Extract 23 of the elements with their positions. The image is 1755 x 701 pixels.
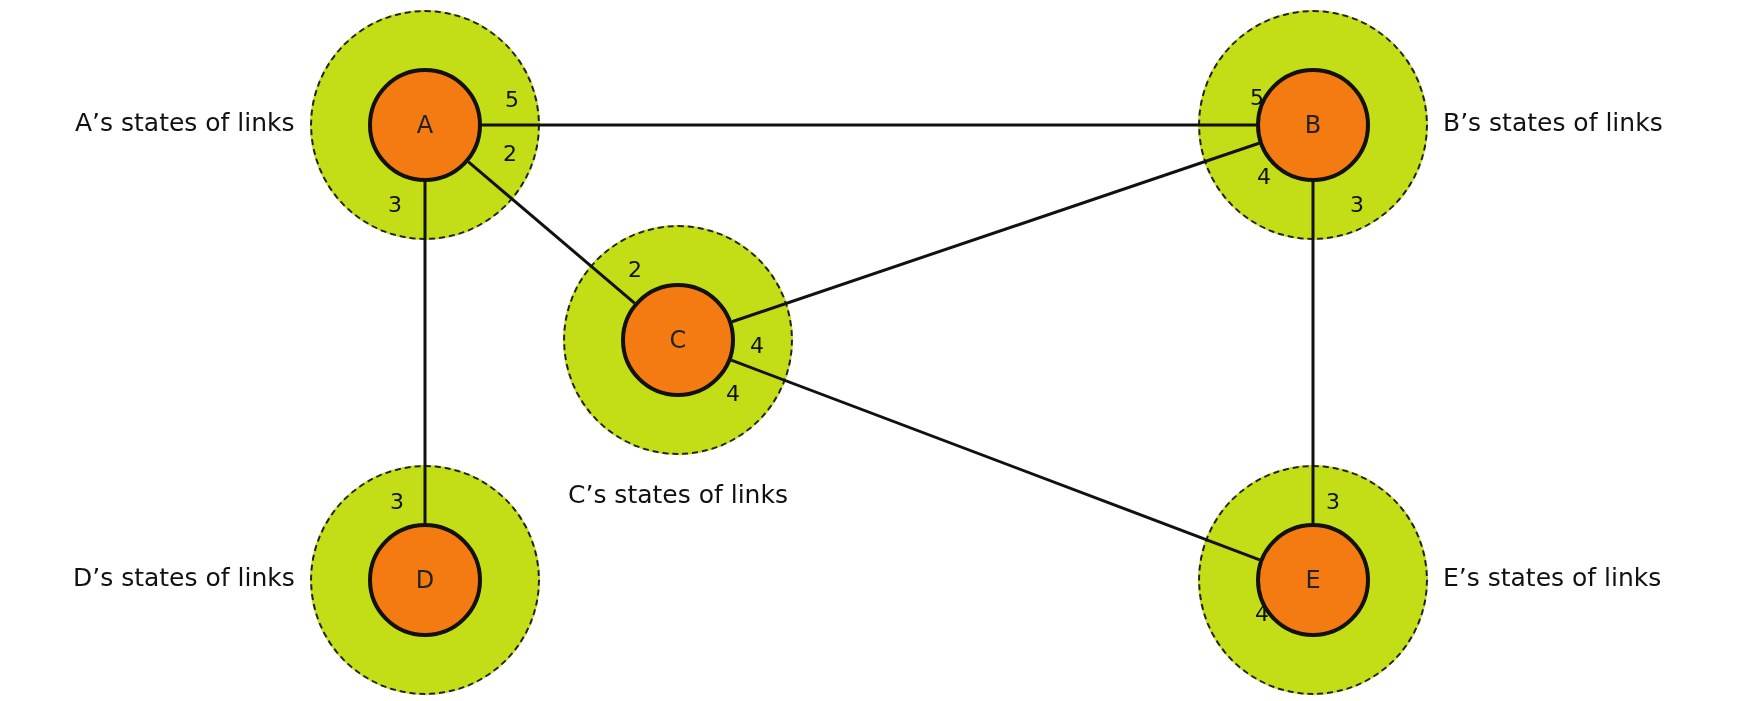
link-cost-number: 3	[1350, 193, 1364, 217]
link-cost-number: 5	[1250, 86, 1264, 110]
link-cost-number: 4	[1257, 165, 1271, 189]
link-line	[731, 141, 1260, 324]
link-cost-number: 2	[628, 258, 642, 282]
link-line	[467, 160, 636, 305]
link-line	[730, 358, 1261, 562]
node-caption: A’s states of links	[75, 108, 295, 138]
link-cost-number: 3	[388, 193, 402, 217]
node-circle: A	[368, 68, 482, 182]
link-line	[482, 123, 1256, 127]
link-cost-number: 4	[750, 334, 764, 358]
node-caption: D’s states of links	[73, 563, 295, 593]
node-caption: E’s states of links	[1443, 563, 1662, 593]
node-caption: B’s states of links	[1443, 108, 1663, 138]
node-circle: D	[368, 523, 482, 637]
link-cost-number: 5	[505, 88, 519, 112]
link-cost-number: 3	[1326, 490, 1340, 514]
link-line	[1311, 182, 1315, 523]
link-cost-number: 2	[503, 142, 517, 166]
link-line	[423, 182, 427, 523]
node-caption: C’s states of links	[568, 480, 788, 510]
link-cost-number: 3	[390, 490, 404, 514]
